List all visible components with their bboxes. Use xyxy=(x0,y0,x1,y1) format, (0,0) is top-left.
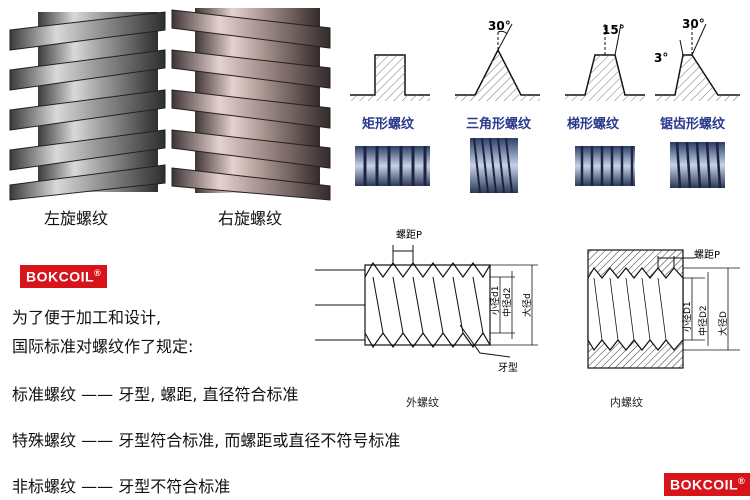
internal-pitch-diameter-label: 中径D2 xyxy=(697,305,709,336)
external-pitch-diameter-label: 中径d2 xyxy=(501,288,513,317)
definition-special: 特殊螺纹 —— 牙型符合标准, 而螺距或直径不符号标准 xyxy=(12,431,400,451)
screw-photos xyxy=(9,8,331,201)
left-hand-screw-image xyxy=(9,11,166,201)
buttress-profile: 30° 3° xyxy=(654,17,740,101)
thread-profiles: 30° 15° 30° 3° xyxy=(350,17,740,101)
intro-line-2: 国际标准对螺纹作了规定: xyxy=(12,337,194,356)
trapezoidal-thread-label: 梯形螺纹 xyxy=(567,117,620,132)
triangular-sample-image xyxy=(470,138,518,194)
external-pitch-label: 螺距P xyxy=(396,229,422,241)
definition-desc: 牙型, 螺距, 直径符合标准 xyxy=(118,385,299,404)
external-thread-diagram: 螺距P 小径d1 中径d2 大径d 牙型 xyxy=(315,229,538,374)
brand-logo-bottom: BOKCOIL® xyxy=(664,473,750,496)
external-profile-label: 牙型 xyxy=(498,361,518,374)
right-hand-thread-label: 右旋螺纹 xyxy=(218,209,283,228)
internal-pitch-label: 螺距P xyxy=(694,249,720,261)
right-hand-screw-image xyxy=(171,8,331,201)
definition-dash: —— xyxy=(81,477,114,496)
triangular-angle-label: 30° xyxy=(488,19,511,33)
definition-standard: 标准螺纹 —— 牙型, 螺距, 直径符合标准 xyxy=(12,385,299,405)
rectangular-profile xyxy=(350,54,430,101)
buttress-thread-label: 锯齿形螺纹 xyxy=(660,117,726,132)
triangular-profile: 30° xyxy=(455,19,540,101)
buttress-sample-image xyxy=(670,141,725,189)
buttress-small-angle-label: 3° xyxy=(654,51,668,65)
rectangular-thread-label: 矩形螺纹 xyxy=(362,117,415,132)
external-major-diameter-label: 大径d xyxy=(521,293,533,317)
definition-nonstandard: 非标螺纹 —— 牙型不符合标准 xyxy=(12,477,230,497)
external-thread-caption: 外螺纹 xyxy=(406,396,439,409)
left-hand-thread-label: 左旋螺纹 xyxy=(44,209,109,228)
definition-dash: —— xyxy=(81,431,114,450)
trapezoidal-sample-image xyxy=(575,146,635,186)
intro-line-1: 为了便于加工和设计, xyxy=(12,308,162,327)
thread-samples xyxy=(355,138,725,194)
definition-term: 非标螺纹 xyxy=(12,477,77,496)
internal-thread-diagram: 螺距P 小径D1 中径D2 大径D xyxy=(587,249,740,369)
definition-term: 标准螺纹 xyxy=(12,385,77,404)
internal-major-diameter-label: 大径D xyxy=(717,311,729,336)
definition-desc: 牙型符合标准, 而螺距或直径不符号标准 xyxy=(118,431,401,450)
brand-logo-top: BOKCOIL® xyxy=(20,265,108,288)
internal-minor-diameter-label: 小径D1 xyxy=(681,301,693,332)
trapezoidal-angle-label: 15° xyxy=(602,23,625,37)
internal-thread-caption: 内螺纹 xyxy=(610,396,643,409)
triangular-thread-label: 三角形螺纹 xyxy=(466,117,532,132)
rectangular-sample-image xyxy=(355,146,430,186)
definition-desc: 牙型不符合标准 xyxy=(118,477,231,496)
buttress-angle-label: 30° xyxy=(682,17,705,31)
trapezoidal-profile: 15° xyxy=(565,23,645,101)
external-minor-diameter-label: 小径d1 xyxy=(489,286,501,315)
definition-term: 特殊螺纹 xyxy=(12,431,77,450)
definition-dash: —— xyxy=(81,385,114,404)
